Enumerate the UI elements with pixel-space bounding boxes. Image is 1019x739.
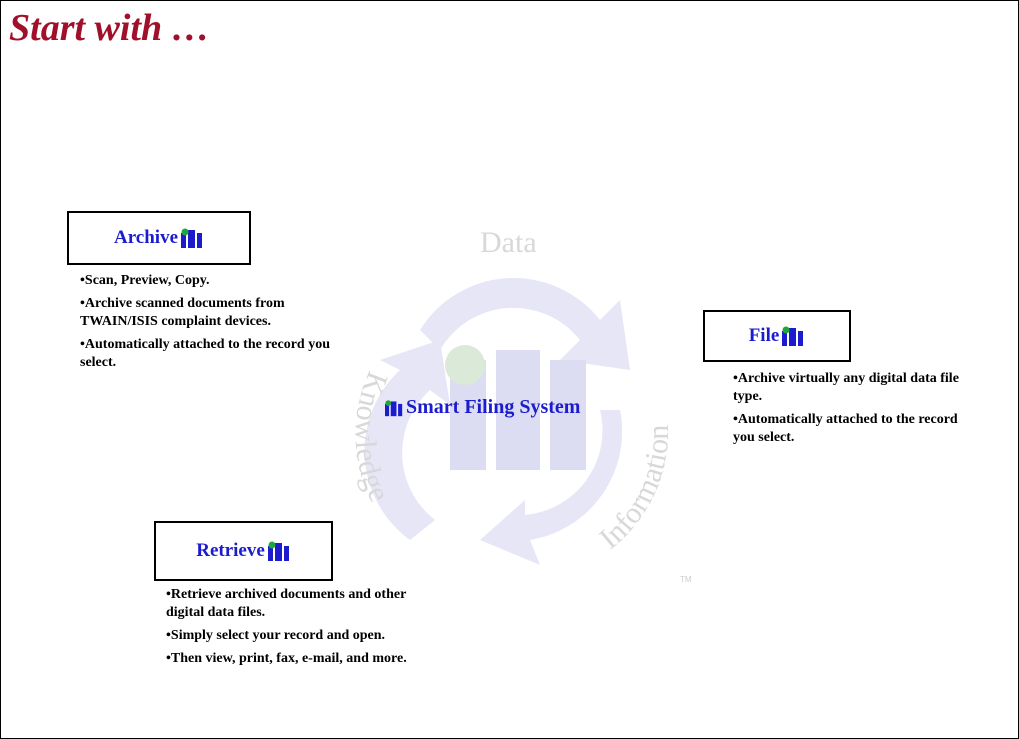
file-label: File: [748, 325, 780, 346]
archive-bullet-2: •Archive scanned documents from TWAIN/IS…: [80, 296, 285, 329]
retrieve-logo-icon: [267, 541, 289, 561]
watermark-tm-text: TM: [680, 575, 692, 584]
file-bullets: •Archive virtually any digital data file…: [733, 370, 978, 452]
retrieve-bullets: •Retrieve archived documents and other d…: [166, 586, 446, 673]
watermark-recycle-graphic: Data Knowledge Information TM: [348, 226, 692, 584]
archive-bullet-3: •Automatically attached to the record yo…: [80, 337, 330, 370]
archive-box: Archive: [67, 211, 251, 265]
center-product-label: Smart Filing System: [384, 396, 580, 419]
file-bullet-2: •Automatically attached to the record yo…: [733, 412, 958, 445]
watermark-data-text: Data: [480, 226, 537, 259]
file-logo-icon: [782, 326, 804, 346]
archive-label: Archive: [113, 227, 179, 248]
file-box: File: [703, 310, 851, 362]
archive-bullets: •Scan, Preview, Copy. •Archive scanned d…: [80, 272, 345, 377]
file-bullet-1: •Archive virtually any digital data file…: [733, 371, 959, 404]
retrieve-bullet-3: •Then view, print, fax, e-mail, and more…: [166, 651, 407, 666]
retrieve-label: Retrieve: [196, 540, 265, 561]
retrieve-bullet-1: •Retrieve archived documents and other d…: [166, 587, 407, 620]
archive-bullet-1: •Scan, Preview, Copy.: [80, 273, 210, 288]
smart-filing-logo-icon: [385, 399, 403, 416]
center-product-text: Smart Filing System: [406, 396, 581, 418]
slide-title: Start with …: [9, 7, 210, 49]
archive-logo-icon: [181, 228, 203, 248]
retrieve-bullet-2: •Simply select your record and open.: [166, 628, 386, 643]
retrieve-box: Retrieve: [154, 521, 333, 581]
